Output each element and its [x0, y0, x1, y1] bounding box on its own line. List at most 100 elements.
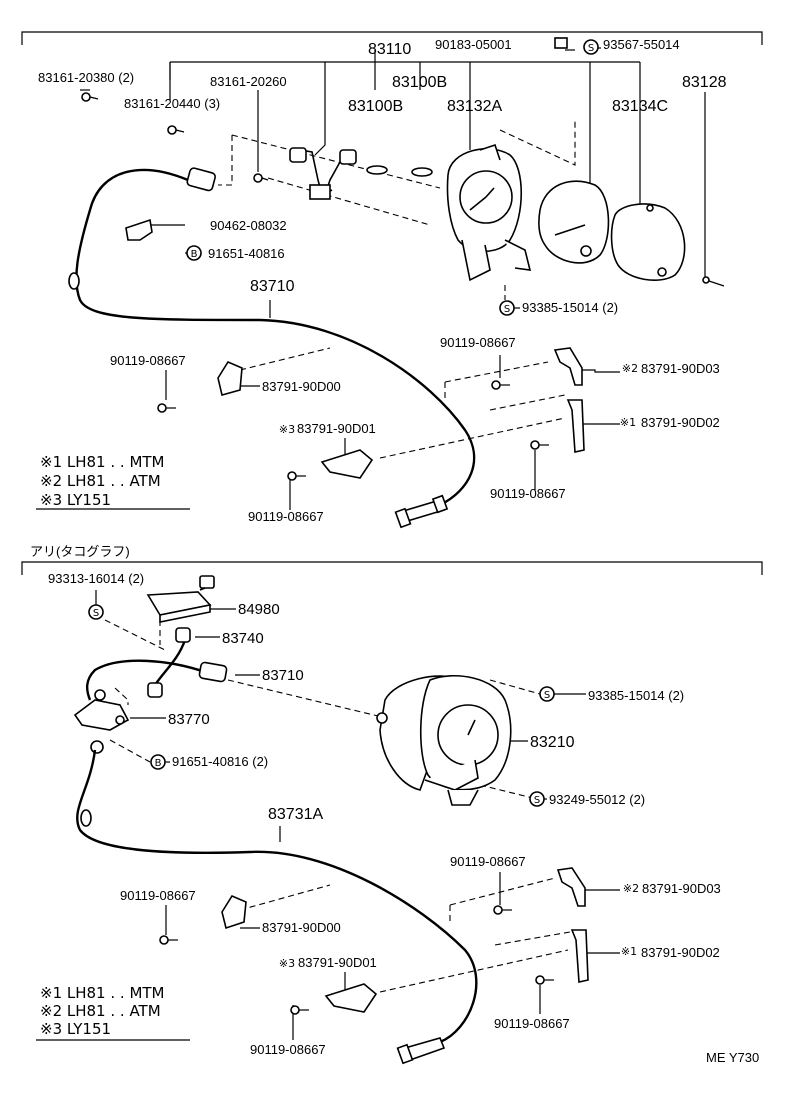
- note-3-top: ※3 LY151: [40, 491, 111, 509]
- bracket-83791-90d01: [320, 449, 374, 479]
- mark-3-bottom: ※3: [279, 957, 295, 970]
- meter-cover-83134c: [610, 203, 686, 281]
- bottom-section-frame: [21, 561, 763, 575]
- top-leaders: [80, 47, 706, 510]
- label-90119-08667-left: 90119-08667: [110, 353, 186, 368]
- top-notes: ※1 LH81 . . MTM ※2 LH81 . . ATM ※3 LY151: [36, 453, 190, 510]
- section-title-tachograph: アリ(タコグラフ): [30, 544, 130, 559]
- label-84980: 84980: [238, 601, 280, 618]
- screw-90119-lower-left: [287, 471, 306, 481]
- meter-housing-83132a: [446, 37, 568, 282]
- label-90119-08667-lower-right: 90119-08667: [490, 486, 566, 501]
- label-83161-20440: 83161-20440 (3): [124, 96, 220, 111]
- label-83132a: 83132A: [447, 98, 502, 115]
- bracket-83791-90d02-bottom: [570, 929, 589, 983]
- top-labels: 83110 90183-05001 93567-55014 83161-2038…: [38, 37, 727, 524]
- bottom-notes: ※1 LH81 . . MTM ※2 LH81 . . ATM ※3 LY151: [36, 984, 190, 1041]
- label-83161-20260: 83161-20260: [210, 74, 287, 89]
- bottom-leaders: [95, 590, 620, 1040]
- bracket-83791-90d01-bottom: [324, 983, 378, 1013]
- label-83791-90d02-bottom: 83791-90D02: [641, 945, 720, 960]
- label-91651-40816-bottom: 91651-40816 (2): [172, 754, 268, 769]
- screw-symbol-93385: S: [499, 300, 515, 316]
- note-2-bottom: ※2 LH81 . . ATM: [40, 1002, 161, 1020]
- screw-symbol-93249: S: [529, 791, 545, 807]
- label-83100b-lower: 83100B: [348, 98, 403, 115]
- top-screws: [81, 92, 725, 481]
- label-83791-90d01-bottom: 83791-90D01: [298, 955, 377, 970]
- bolt-symbol-91651: B: [186, 245, 202, 261]
- bracket-83791-90d02: [566, 399, 585, 453]
- bracket-83791-90d00-bottom: [221, 894, 247, 930]
- note-1-top: ※1 LH81 . . MTM: [40, 453, 165, 471]
- svg-text:S: S: [544, 690, 550, 701]
- label-83128: 83128: [682, 74, 727, 91]
- note-3-bottom: ※3 LY151: [40, 1020, 111, 1038]
- mark-2-top: ※2: [622, 362, 638, 375]
- label-93249-55012: 93249-55012 (2): [549, 792, 645, 807]
- label-83791-90d00: 83791-90D00: [262, 379, 341, 394]
- label-93567-55014: 93567-55014: [603, 37, 680, 52]
- bracket-83791-90d03: [553, 347, 583, 386]
- screw-83161-20440: [167, 125, 185, 135]
- mark-3-top: ※3: [279, 423, 295, 436]
- label-90119-08667-b-lower-right: 90119-08667: [494, 1016, 570, 1031]
- label-83161-20380: 83161-20380 (2): [38, 70, 134, 85]
- screw-symbol-93313: S: [88, 604, 104, 620]
- svg-text:S: S: [534, 795, 540, 806]
- label-83791-90d02: 83791-90D02: [641, 415, 720, 430]
- screw-90119-left: [157, 403, 176, 413]
- label-83710-bottom: 83710: [262, 667, 304, 684]
- bottom-dashed-lines: [104, 619, 571, 993]
- svg-text:S: S: [504, 304, 510, 315]
- bottom-symbols: S S B S: [88, 604, 555, 807]
- label-83791-90d00-bottom: 83791-90D00: [262, 920, 341, 935]
- screw-90119-right: [491, 380, 510, 390]
- label-90119-08667-lower-left: 90119-08667: [248, 509, 324, 524]
- label-83791-90d03: 83791-90D03: [641, 361, 720, 376]
- screw-90119-lower-right: [530, 440, 549, 450]
- note-2-top: ※2 LH81 . . ATM: [40, 472, 161, 490]
- label-83791-90d01: 83791-90D01: [297, 421, 376, 436]
- svg-text:S: S: [93, 608, 99, 619]
- label-91651-40816: 91651-40816: [208, 246, 285, 261]
- tachograph-sensor-84980: [146, 575, 215, 623]
- label-90119-08667-right: 90119-08667: [440, 335, 516, 350]
- label-83210: 83210: [530, 734, 575, 751]
- bulbs-83100b: [366, 165, 433, 177]
- mark-2-bottom: ※2: [623, 882, 639, 895]
- svg-text:S: S: [588, 43, 594, 54]
- bottom-labels: 93313-16014 (2) 84980 83740 83710 93385-…: [48, 571, 721, 1057]
- label-83710: 83710: [250, 278, 295, 295]
- label-90183-05001: 90183-05001: [435, 37, 512, 52]
- speedometer-cable-83710: [68, 167, 476, 529]
- label-83770: 83770: [168, 711, 210, 728]
- screw-83161-20380: [81, 92, 99, 102]
- bracket-83791-90d00: [217, 360, 243, 396]
- label-90119-08667-b-lower-left: 90119-08667: [250, 1042, 326, 1057]
- diagram-code: ME Y730: [706, 1050, 759, 1065]
- clamp-90462-08032: [125, 218, 153, 241]
- label-83110: 83110: [368, 41, 411, 58]
- label-93313-16014: 93313-16014 (2): [48, 571, 144, 586]
- bracket-83791-90d03-bottom: [556, 867, 586, 907]
- label-90119-08667-b-right: 90119-08667: [450, 854, 526, 869]
- top-symbols: S B S: [186, 39, 599, 316]
- label-93385-15014: 93385-15014 (2): [522, 300, 618, 315]
- speedometer-gauge: [538, 180, 610, 264]
- wiring-connector: [289, 147, 357, 200]
- note-1-bottom: ※1 LH81 . . MTM: [40, 984, 165, 1002]
- mark-1-bottom: ※1: [621, 945, 637, 958]
- screw-83161-20260: [253, 173, 269, 183]
- label-83731a: 83731A: [268, 806, 323, 823]
- screw-symbol-93567: S: [583, 39, 599, 55]
- label-83791-90d03-bottom: 83791-90D03: [642, 881, 721, 896]
- bolt-symbol-91651-bottom: B: [150, 754, 166, 770]
- label-90119-08667-b-left: 90119-08667: [120, 888, 196, 903]
- svg-text:B: B: [191, 249, 198, 260]
- cable-83710-bottom: [85, 659, 228, 701]
- adapter-83770: [73, 689, 130, 754]
- bolt-83128: [702, 276, 725, 287]
- top-brackets: [217, 347, 585, 479]
